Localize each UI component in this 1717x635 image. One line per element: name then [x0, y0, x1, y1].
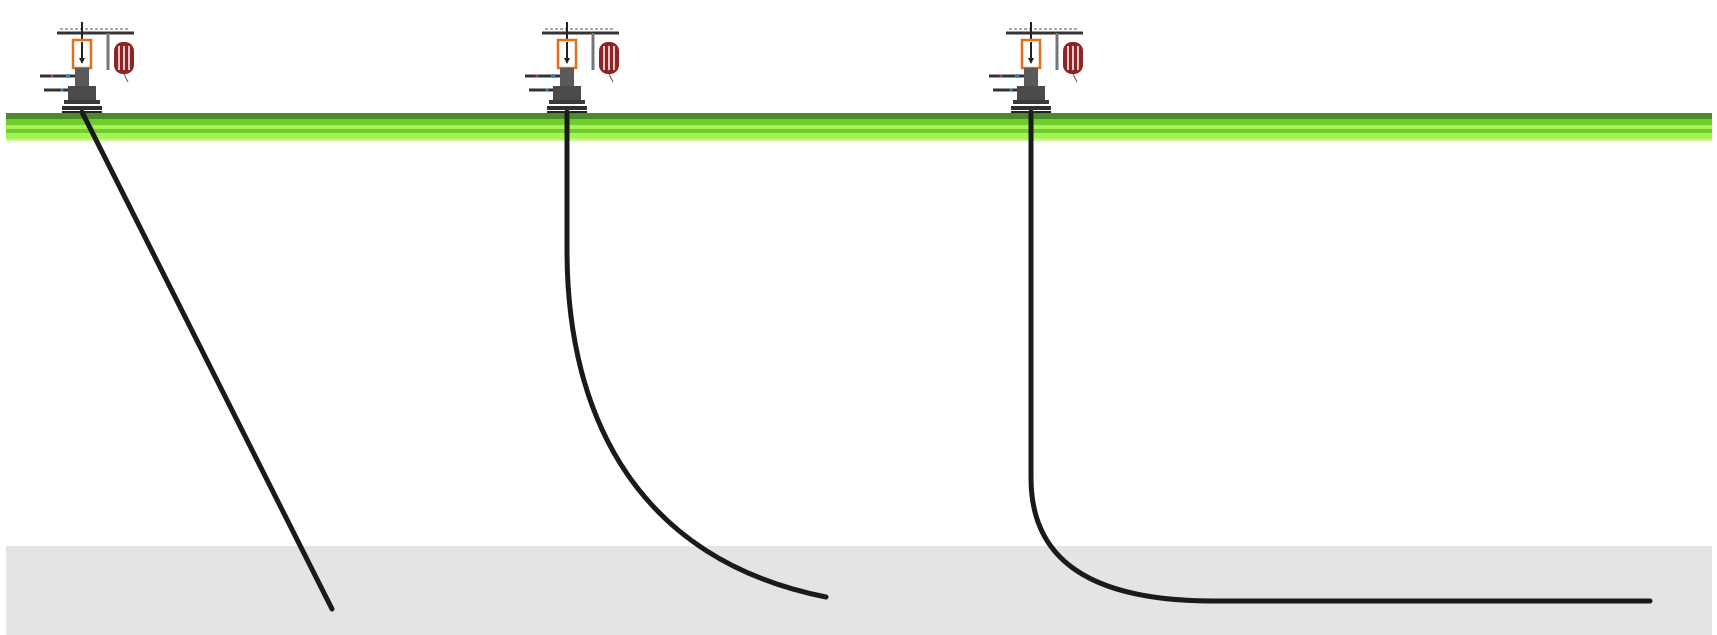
reservoir-layer — [6, 546, 1712, 635]
deviated-well-path — [564, 109, 829, 600]
ground-surface — [6, 113, 1712, 141]
wellhead-icon — [987, 20, 1085, 114]
slanted-well-path — [79, 109, 335, 612]
wellhead-icon — [523, 20, 621, 114]
well-paths — [79, 109, 1653, 612]
horizontal-well-path — [1028, 109, 1653, 604]
wellhead-icon — [38, 20, 136, 114]
